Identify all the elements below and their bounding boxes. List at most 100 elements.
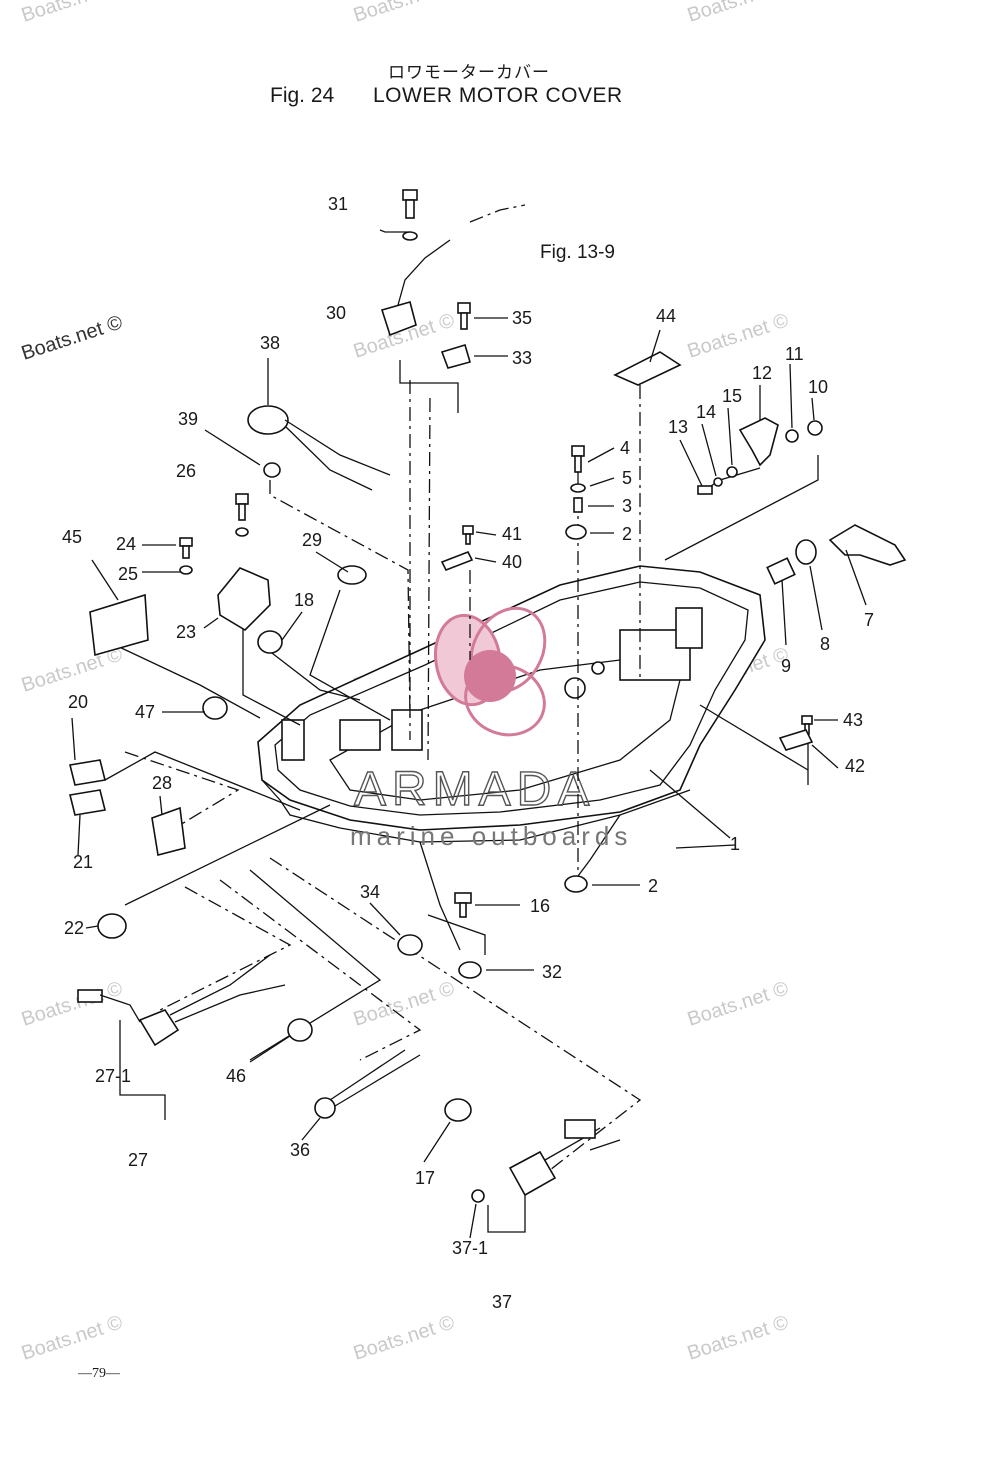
grommet-32 xyxy=(458,961,482,979)
cap-21 xyxy=(69,789,106,816)
plug-17 xyxy=(444,1098,472,1122)
handle-7 xyxy=(828,524,907,566)
callout: 33 xyxy=(512,348,532,368)
callout: 26 xyxy=(176,461,196,481)
callout: 30 xyxy=(326,303,346,323)
callout: 1 xyxy=(730,834,740,854)
callout: 28 xyxy=(152,773,172,793)
callout: 44 xyxy=(656,306,676,326)
callout: 12 xyxy=(752,363,772,383)
armada-logo: ARMADA marine outboards xyxy=(350,606,632,851)
callout: 27-1 xyxy=(95,1066,131,1086)
plate-33 xyxy=(440,343,471,369)
lever-12 xyxy=(738,417,779,467)
callout: 2 xyxy=(648,876,658,896)
callout: 25 xyxy=(118,564,138,584)
figure-title: LOWER MOTOR COVER xyxy=(373,84,623,107)
callout: 15 xyxy=(722,386,742,406)
grommet-2 xyxy=(565,524,587,540)
callout: 34 xyxy=(360,882,380,902)
grommet-39 xyxy=(263,462,281,478)
bracket-23 xyxy=(217,567,271,632)
watermark: Boats.net © xyxy=(19,1311,126,1364)
callout: 32 xyxy=(542,962,562,982)
callout-labels: 1 2 2 3 4 5 7 8 9 10 11 12 13 14 15 16 1… xyxy=(62,194,874,1312)
callout: 24 xyxy=(116,534,136,554)
callout: 14 xyxy=(696,402,716,422)
connector-36 xyxy=(314,1097,336,1119)
callout: 47 xyxy=(135,702,155,722)
callout: 3 xyxy=(622,496,632,516)
watermark: Boats.net © xyxy=(19,0,126,27)
brand-tagline: marine outboards xyxy=(350,821,632,851)
figure-number: Fig. 24 xyxy=(270,84,335,107)
callout: 38 xyxy=(260,333,280,353)
callout: 2 xyxy=(622,524,632,544)
watermark: Boats.net © xyxy=(351,977,458,1030)
title-japanese: ロワモーターカバー xyxy=(388,63,550,83)
callout: 17 xyxy=(415,1168,435,1188)
switch-37 xyxy=(508,1150,557,1197)
callout: 29 xyxy=(302,530,322,550)
plate-28 xyxy=(151,806,186,856)
callout: 41 xyxy=(502,524,522,544)
grommet-2b xyxy=(564,875,588,893)
callout: 37-1 xyxy=(452,1238,488,1258)
grommet-47 xyxy=(202,696,228,720)
page-number: —79— xyxy=(78,1366,120,1381)
callout: 5 xyxy=(622,468,632,488)
grommet-18 xyxy=(257,630,283,654)
watermark: Boats.net © xyxy=(19,311,126,364)
switch-30 xyxy=(380,301,417,337)
callout: 31 xyxy=(328,194,348,214)
plug-46 xyxy=(287,1018,313,1042)
watermark: Boats.net © xyxy=(685,1311,792,1364)
lower-cover-housing xyxy=(257,565,766,951)
cap-20 xyxy=(69,759,106,786)
callout: 8 xyxy=(820,634,830,654)
callout: 11 xyxy=(785,344,804,364)
callout: 13 xyxy=(668,417,688,437)
watermark: Boats.net © xyxy=(19,977,126,1030)
watermark: Boats.net © xyxy=(351,1311,458,1364)
switch-27 xyxy=(138,1009,180,1047)
brand-name: ARMADA xyxy=(354,763,595,816)
callout: 7 xyxy=(864,610,874,630)
callout: 4 xyxy=(620,438,630,458)
bolt-31 xyxy=(402,189,418,201)
washer-31 xyxy=(402,231,418,241)
callout: 45 xyxy=(62,527,82,547)
grommet-34 xyxy=(397,934,423,956)
callout: 21 xyxy=(73,852,93,872)
callout: 18 xyxy=(294,590,314,610)
component-parts xyxy=(69,189,907,1203)
figure-reference: Fig. 13-9 xyxy=(540,242,615,263)
callout: 36 xyxy=(290,1140,310,1160)
callout: 16 xyxy=(530,896,550,916)
callout: 43 xyxy=(843,710,863,730)
bolt-35 xyxy=(457,302,471,314)
callout: 42 xyxy=(845,756,865,776)
callout: 9 xyxy=(781,656,791,676)
regulator-38 xyxy=(247,405,289,435)
callout: 40 xyxy=(502,552,522,572)
callout: 39 xyxy=(178,409,198,429)
watermark: Boats.net © xyxy=(685,0,792,27)
callout: 35 xyxy=(512,308,532,328)
callout: 46 xyxy=(226,1066,246,1086)
callout: 37 xyxy=(492,1292,512,1312)
callout: 20 xyxy=(68,692,88,712)
watermark: Boats.net © xyxy=(685,309,792,362)
cover-bracket xyxy=(281,719,305,761)
callout: 27 xyxy=(128,1150,148,1170)
callout: 23 xyxy=(176,622,196,642)
callout: 22 xyxy=(64,918,84,938)
plug-22 xyxy=(97,913,127,939)
watermark: Boats.net © xyxy=(351,0,458,27)
callout: 10 xyxy=(808,377,828,397)
watermark: Boats.net © xyxy=(685,977,792,1030)
label-44 xyxy=(613,351,682,386)
callout-pointers xyxy=(71,317,867,1239)
